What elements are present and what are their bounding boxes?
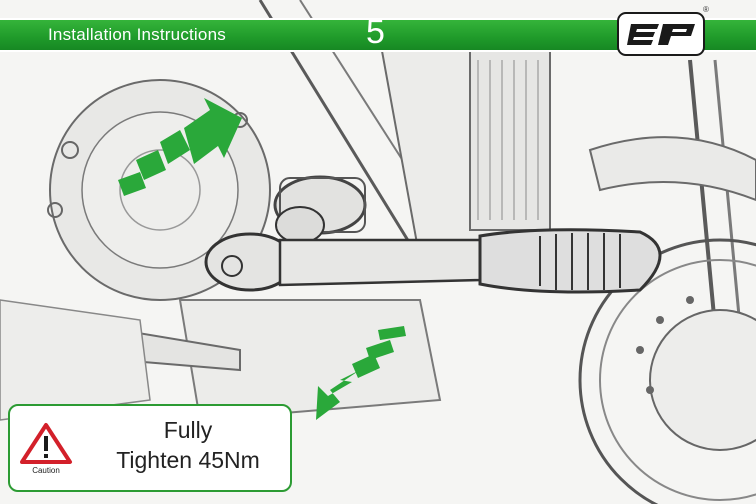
caution-label: Caution xyxy=(32,466,60,475)
caution-sign: Caution xyxy=(20,422,76,480)
brand-logo xyxy=(617,12,705,56)
caution-panel: Caution Fully Tighten 45Nm xyxy=(8,404,292,492)
rotation-arrow-upper xyxy=(118,98,242,196)
step-number: 5 xyxy=(366,13,385,51)
header-title: Installation Instructions xyxy=(48,25,226,44)
rotation-arrow-lower xyxy=(316,326,406,420)
instruction-line-2: Tighten 45Nm xyxy=(116,447,260,473)
radiator xyxy=(469,49,551,231)
instruction-line-1: Fully xyxy=(163,417,213,443)
ep-logo-icon xyxy=(627,24,695,45)
ratchet-wrench xyxy=(204,228,662,294)
front-wheel xyxy=(578,238,756,504)
warning-triangle-icon xyxy=(20,423,72,464)
registered-mark: ® xyxy=(703,5,709,14)
